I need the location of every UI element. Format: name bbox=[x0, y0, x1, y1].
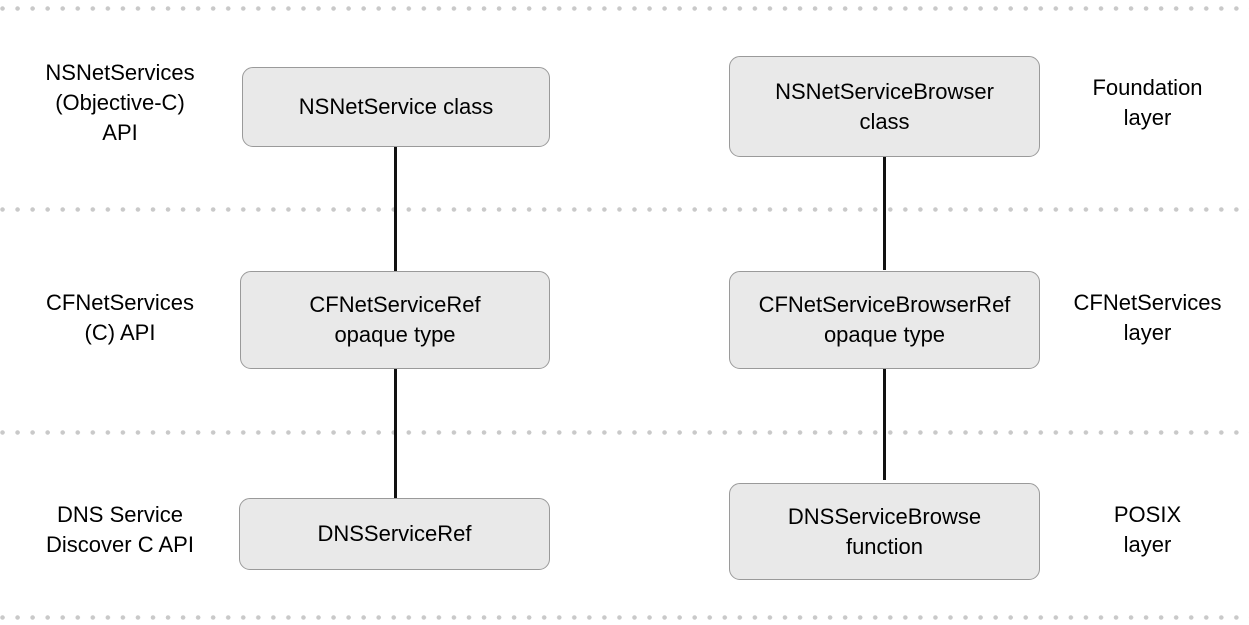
connector-cfnetserviceref-to-dnsserviceref bbox=[394, 362, 397, 500]
connector-cfnetservicebrowserref-to-dnsservicebrowse bbox=[883, 362, 886, 480]
right-label-line: layer bbox=[1123, 105, 1172, 130]
node-label: CFNetServiceBrowserRef opaque type bbox=[749, 290, 1021, 350]
left-label-line: DNS Service bbox=[57, 502, 183, 527]
node-nsnetservice-class[interactable]: NSNetService class bbox=[242, 67, 550, 147]
left-label-line: (Objective-C) bbox=[55, 90, 185, 115]
node-label: DNSServiceRef bbox=[317, 521, 472, 546]
node-label-line: NSNetServiceBrowser bbox=[775, 78, 994, 104]
layer-divider-cfnetservices-posix bbox=[0, 430, 1249, 435]
node-label: NSNetServiceBrowser class bbox=[765, 77, 1004, 137]
node-label-line: opaque type bbox=[334, 322, 456, 347]
node-cfnetserviceref-opaque-type[interactable]: CFNetServiceRef opaque type bbox=[240, 271, 550, 369]
connector-nsnetservice-to-cfnetserviceref bbox=[394, 140, 397, 272]
left-label-dns-service-discovery-api: DNS Service Discover C API bbox=[0, 500, 240, 560]
right-label-line: layer bbox=[1123, 320, 1172, 345]
left-label-line: Discover C API bbox=[46, 532, 194, 557]
node-label-line: CFNetServiceBrowserRef bbox=[758, 292, 1011, 317]
right-label-cfnetservices-layer: CFNetServices layer bbox=[1046, 288, 1249, 348]
node-dnsservicebrowse-function[interactable]: DNSServiceBrowse function bbox=[729, 483, 1040, 580]
left-label-cfnetservices-api: CFNetServices (C) API bbox=[0, 288, 240, 348]
right-label-line: layer bbox=[1123, 532, 1172, 557]
right-label-line: Foundation bbox=[1092, 75, 1203, 100]
right-label-posix-layer: POSIX layer bbox=[1046, 500, 1249, 560]
node-label: NSNetService class bbox=[298, 94, 494, 119]
layer-divider-foundation-cfnetservices bbox=[0, 207, 1249, 212]
node-label-line: opaque type bbox=[823, 322, 946, 347]
node-label-line: CFNetServiceRef bbox=[309, 292, 481, 317]
right-label-line: CFNetServices bbox=[1073, 290, 1222, 315]
left-label-line: CFNetServices bbox=[46, 290, 194, 315]
node-label-line: function bbox=[845, 533, 924, 559]
layer-divider-bottom bbox=[0, 615, 1249, 620]
node-label: CFNetServiceRef opaque type bbox=[299, 290, 490, 350]
connector-nsnetservicebrowser-to-cfnetservicebrowserref bbox=[883, 152, 886, 270]
left-label-line: NSNetServices bbox=[45, 60, 195, 85]
left-label-line: (C) API bbox=[84, 320, 156, 345]
node-label: DNSServiceBrowse function bbox=[778, 502, 991, 562]
left-label-nsnetservices-api: NSNetServices (Objective-C) API bbox=[0, 58, 240, 148]
node-label-line: DNSServiceBrowse bbox=[787, 503, 982, 529]
node-dnsserviceref[interactable]: DNSServiceRef bbox=[239, 498, 550, 570]
node-label-line: class bbox=[859, 108, 910, 134]
layer-divider-top bbox=[0, 6, 1249, 11]
node-cfnetservicebrowserref-opaque-type[interactable]: CFNetServiceBrowserRef opaque type bbox=[729, 271, 1040, 369]
right-label-foundation-layer: Foundation layer bbox=[1046, 73, 1249, 133]
right-label-line: POSIX bbox=[1113, 502, 1182, 527]
left-label-line: API bbox=[102, 120, 138, 145]
node-nsnetservicebrowser-class[interactable]: NSNetServiceBrowser class bbox=[729, 56, 1040, 157]
